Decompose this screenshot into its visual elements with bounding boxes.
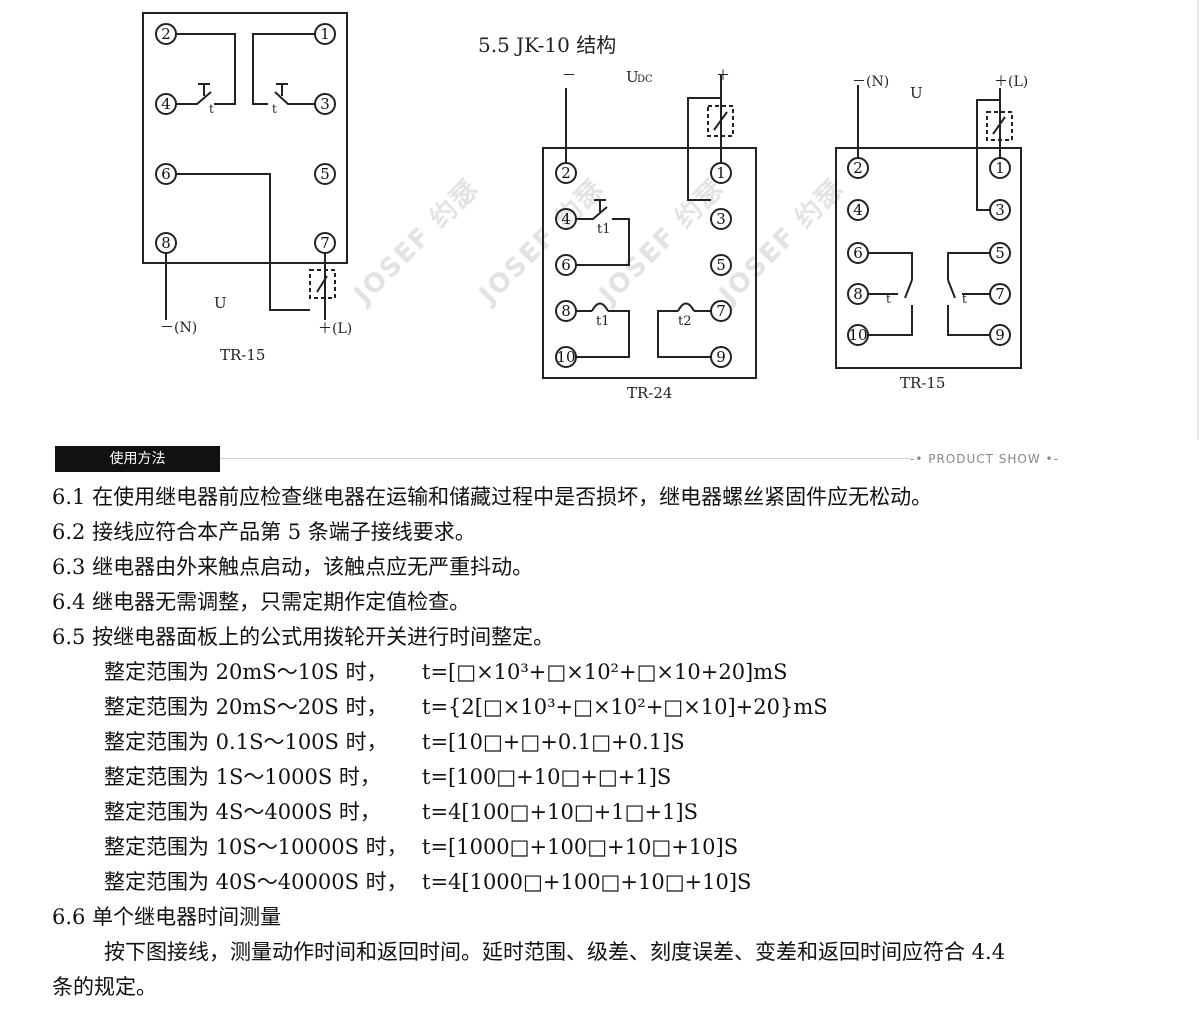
range-row: 整定范围为 1S～1000S 时， t=[100□+10□+□+1]S	[52, 760, 1152, 795]
paragraph-6-6: 6.6 单个继电器时间测量	[52, 905, 282, 929]
contact-label: t	[209, 102, 214, 116]
range-label: 整定范围为 1S～1000S 时，	[104, 765, 381, 789]
paragraph-6-1: 6.1 在使用继电器前应检查继电器在运输和储藏过程中是否损坏，继电器螺丝紧固件应…	[52, 485, 933, 509]
paragraph-6-4: 6.4 继电器无需调整，只需定期作定值检查。	[52, 590, 471, 614]
contact-label: t	[886, 292, 891, 306]
diagram-caption: TR-24	[627, 384, 672, 402]
pin-label: 1	[995, 159, 1005, 177]
pin-label: 3	[716, 210, 726, 228]
pin-label: 1	[320, 25, 330, 43]
range-formula: t=[1000□+100□+10□+10]S	[422, 835, 739, 859]
range-formula: t=[10□+□+0.1□+0.1]S	[422, 730, 685, 754]
paragraph-6-5: 6.5 按继电器面板上的公式用拨轮开关进行时间整定。	[52, 625, 555, 649]
contact-label: t	[272, 102, 277, 116]
range-row: 整定范围为 20mS～10S 时， t=[□×10³+□×10²+□×10+20]…	[52, 655, 1152, 690]
diagram-caption: TR-15	[220, 346, 265, 364]
diagram-tr15-right	[835, 85, 1022, 369]
pin-label: 6	[161, 165, 171, 183]
diagram-tr15-left-labels: 2 1 4 3 6 5 8 7 t t U －(N) ＋(L) TR-15	[160, 25, 352, 364]
range-label: 整定范围为 10S～10000S 时，	[104, 835, 408, 859]
pin-label: 7	[716, 302, 726, 320]
pin-label: 8	[853, 285, 863, 303]
terminal-pin	[314, 163, 336, 185]
range-row: 整定范围为 40S～40000S 时， t=4[1000□+100□+10□+10…	[52, 865, 1152, 900]
usage-instructions: 6.1 在使用继电器前应检查继电器在运输和储藏过程中是否损坏，继电器螺丝紧固件应…	[52, 480, 1152, 1005]
paragraph-6-6-body-cont: 条的规定。	[52, 975, 157, 999]
pin-label: 7	[320, 234, 330, 252]
section-header: 使用方法 -• PRODUCT SHOW •-	[55, 446, 1145, 472]
pin-label: 5	[716, 256, 726, 274]
diagram-tr24-labels: 2 1 4 3 6 5 8 7 10 9 － U DC ＋ t1 t1 t2 T…	[556, 68, 730, 402]
pin-label: 9	[995, 326, 1005, 344]
wiring-diagrams: JOSEF 约瑟 JOSEF 约瑟 JOSEF 约瑟 JOSEF 约瑟 2 1	[142, 12, 1028, 402]
watermarks: JOSEF 约瑟 JOSEF 约瑟 JOSEF 约瑟 JOSEF 约瑟	[347, 173, 851, 312]
contact-label: t1	[596, 314, 610, 329]
diagram-caption: TR-15	[900, 374, 945, 392]
range-formula: t=4[1000□+100□+10□+10]S	[422, 870, 752, 894]
range-formula: t=4[100□+10□+1□+1]S	[422, 800, 699, 824]
range-formula: t=[□×10³+□×10²+□×10+20]mS	[422, 660, 788, 684]
range-row: 整定范围为 10S～10000S 时， t=[1000□+100□+10□+10]…	[52, 830, 1152, 865]
neg-label: －	[562, 68, 576, 84]
range-label: 整定范围为 40S～40000S 时，	[104, 870, 408, 894]
pin-label: 2	[853, 159, 863, 177]
watermark: JOSEF 约瑟	[347, 173, 486, 312]
watermark: JOSEF 约瑟	[472, 173, 611, 312]
contact-label: t1	[597, 222, 611, 237]
watermark: JOSEF 约瑟	[592, 173, 731, 312]
pin-label: 9	[716, 348, 726, 366]
contact-label: t2	[678, 314, 692, 329]
contact-label: t	[962, 292, 967, 306]
pin-label: 4	[161, 95, 171, 113]
supply-label: U	[910, 84, 923, 102]
range-label: 整定范围为 20mS～10S 时，	[104, 660, 388, 684]
pin-label: 2	[561, 164, 571, 182]
pin-label: 10	[556, 348, 575, 366]
pin-label: 6	[561, 256, 571, 274]
pin-label: 1	[716, 164, 726, 182]
pin-label: 8	[561, 302, 571, 320]
supply-label: U	[214, 294, 227, 312]
pin-label: 2	[161, 25, 171, 43]
pos-label: ＋(L)	[318, 321, 352, 337]
pin-label: 3	[995, 201, 1005, 219]
diagram-tr15-left	[142, 12, 348, 320]
diagram-tr24	[542, 75, 757, 379]
range-label: 整定范围为 0.1S～100S 时，	[104, 730, 388, 754]
right-edge-rule	[1197, 0, 1199, 440]
range-row: 整定范围为 20mS～20S 时， t={2[□×10³+□×10²+□×10]+…	[52, 690, 1152, 725]
paragraph-6-6-body: 按下图接线，测量动作时间和返回时间。延时范围、级差、刻度误差、变差和返回时间应符…	[104, 940, 1006, 964]
paragraph-6-3: 6.3 继电器由外来触点启动，该触点应无严重抖动。	[52, 555, 534, 579]
diagram-title: 5.5 JK-10 结构	[478, 33, 616, 57]
range-formula: t=[100□+10□+□+1]S	[422, 765, 672, 789]
pin-label: 8	[161, 234, 171, 252]
pin-label: 6	[853, 244, 863, 262]
diagram-tr15-right-labels: 2 1 4 3 6 5 8 7 10 9 －(N) U ＋(L) t t TR-…	[848, 74, 1028, 392]
range-row: 整定范围为 4S～4000S 时， t=4[100□+10□+1□+1]S	[52, 795, 1152, 830]
pin-label: 4	[561, 210, 571, 228]
section-title: 使用方法	[55, 446, 220, 472]
section-divider	[220, 458, 910, 459]
range-label: 整定范围为 4S～4000S 时，	[104, 800, 381, 824]
range-row: 整定范围为 0.1S～100S 时， t=[10□+□+0.1□+0.1]S	[52, 725, 1152, 760]
product-show-label: -• PRODUCT SHOW •-	[910, 452, 1059, 466]
watermark: JOSEF 约瑟	[712, 173, 851, 312]
pin-label: 5	[320, 165, 330, 183]
pos-label: ＋(L)	[994, 74, 1028, 90]
range-label: 整定范围为 20mS～20S 时，	[104, 695, 388, 719]
supply-sub: DC	[637, 74, 653, 85]
neg-label: －(N)	[160, 320, 197, 336]
pin-label: 4	[853, 201, 863, 219]
pos-label: ＋	[716, 68, 730, 84]
neg-label: －(N)	[852, 74, 889, 90]
paragraph-6-2: 6.2 接线应符合本产品第 5 条端子接线要求。	[52, 520, 476, 544]
pin-label: 3	[320, 95, 330, 113]
pin-label: 10	[848, 326, 867, 344]
range-formula: t={2[□×10³+□×10²+□×10]+20}mS	[422, 695, 828, 719]
pin-label: 5	[995, 244, 1005, 262]
pin-label: 7	[995, 285, 1005, 303]
supply-label: U	[626, 68, 639, 86]
